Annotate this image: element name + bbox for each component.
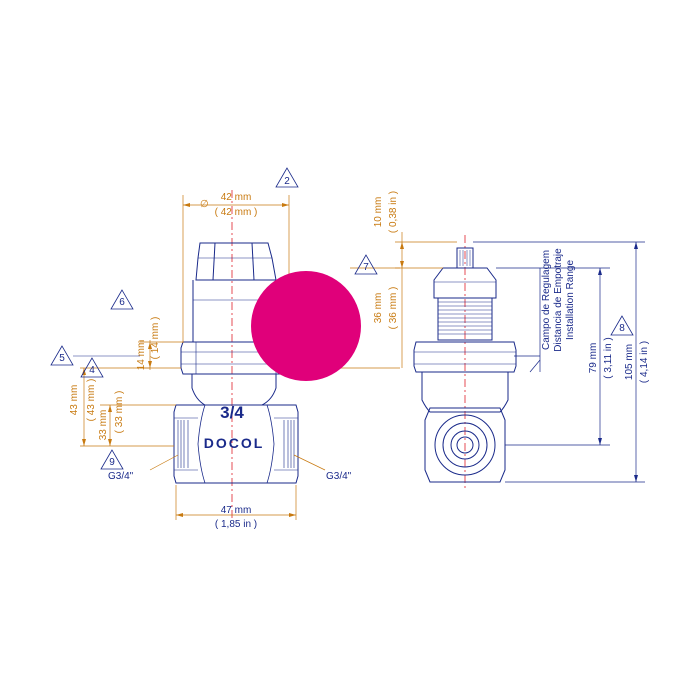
side-arrows	[598, 242, 638, 482]
h79-mm: 79 mm	[588, 343, 599, 374]
dim-top-alt: ( 42 mm )	[215, 207, 258, 218]
front-body	[173, 404, 299, 484]
svg-text:7: 7	[363, 262, 369, 273]
dim-diameter-symbol: ∅	[200, 199, 209, 210]
side-view	[413, 235, 517, 490]
callout-9: 9	[100, 449, 124, 470]
side-top-mm: 10 mm	[373, 197, 384, 228]
callout-4: 4	[80, 357, 104, 378]
dim-14-alt: ( 14 mm )	[150, 317, 161, 360]
side-thread	[437, 297, 493, 341]
callout-5: 5	[50, 345, 140, 366]
svg-text:8: 8	[619, 323, 625, 334]
callout-2: 2	[275, 167, 299, 188]
thread-left-label: G3/4"	[108, 471, 134, 482]
range-line-3: Installation Range	[565, 260, 576, 340]
side-outlet	[434, 414, 496, 476]
callout-7: 7	[354, 254, 378, 275]
width-mm: 47 mm	[221, 505, 252, 516]
size-mark: 3/4	[220, 403, 244, 422]
range-line-2: Distancia de Empotraje	[553, 248, 564, 352]
magenta-marker	[251, 271, 361, 381]
side-dimensions	[350, 232, 457, 368]
callout-8: 8	[610, 315, 634, 336]
dim-top-mm: 42 mm	[221, 192, 252, 203]
svg-text:5: 5	[59, 353, 65, 364]
dim-43-mm: 43 mm	[69, 385, 80, 416]
callout-6: 6	[110, 289, 134, 310]
width-in: ( 1,85 in )	[215, 519, 257, 530]
side-range-lines	[473, 241, 645, 483]
side-top-in: ( 0,38 in )	[388, 191, 399, 233]
dim-14-mm: 14 mm	[136, 340, 147, 371]
range-line-1: Campo de Regulagem	[541, 250, 552, 350]
thread-right-label: G3/4"	[326, 471, 352, 482]
side-adj-mm: 36 mm	[373, 293, 384, 324]
front-cap	[195, 242, 277, 281]
h105-mm: 105 mm	[624, 344, 635, 380]
h105-in: ( 4,14 in )	[639, 341, 650, 383]
h79-in: ( 3,11 in )	[603, 337, 614, 379]
dim-43-alt: ( 43 mm )	[86, 379, 97, 422]
dim-33-alt: ( 33 mm )	[114, 391, 125, 434]
svg-text:6: 6	[119, 297, 125, 308]
svg-text:4: 4	[89, 365, 95, 376]
side-adj-alt: ( 36 mm )	[388, 287, 399, 330]
svg-text:2: 2	[284, 176, 290, 187]
side-arrows-orange	[400, 242, 404, 268]
dim-33-mm: 33 mm	[98, 410, 109, 441]
brand-mark: DOCOL	[204, 435, 265, 451]
svg-text:9: 9	[109, 457, 115, 468]
